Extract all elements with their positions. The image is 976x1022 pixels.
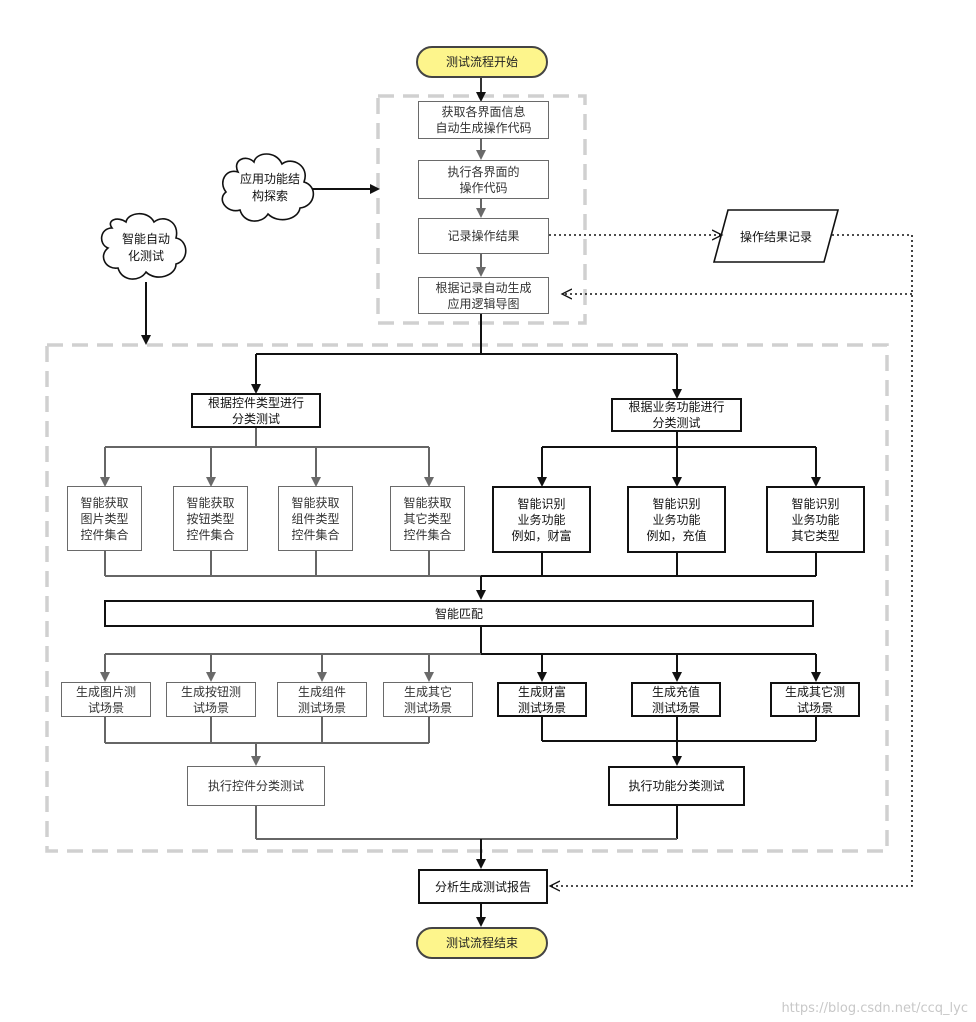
- control-item-image: 智能获取 图片类型 控件集合: [67, 486, 142, 551]
- control-item-component: 智能获取 组件类型 控件集合: [278, 486, 353, 551]
- result-record-label: 操作结果记录: [739, 229, 812, 244]
- cloud-smart-label: 智能自动 化测试: [121, 232, 170, 263]
- cloud-explore-label: 应用功能结 构探索: [239, 172, 300, 203]
- execute-control-test: 执行控件分类测试: [187, 766, 325, 806]
- scene-wealth: 生成财富 测试场景: [497, 682, 587, 717]
- step-generate-mindmap: 根据记录自动生成 应用逻辑导图: [418, 277, 549, 314]
- start-terminal: 测试流程开始: [416, 46, 548, 78]
- smart-match: 智能匹配: [104, 600, 814, 627]
- business-branch-title: 根据业务功能进行 分类测试: [611, 398, 742, 432]
- business-item-wealth: 智能识别 业务功能 例如，财富: [492, 486, 591, 553]
- business-item-other: 智能识别 业务功能 其它类型: [766, 486, 865, 553]
- business-item-recharge: 智能识别 业务功能 例如，充值: [627, 486, 726, 553]
- control-branch-title: 根据控件类型进行 分类测试: [191, 393, 321, 428]
- result-record-shape: [712, 209, 840, 263]
- phase2-dashed-frame: [45, 343, 889, 853]
- scene-image: 生成图片测 试场景: [61, 682, 151, 717]
- control-item-other: 智能获取 其它类型 控件集合: [390, 486, 465, 551]
- step-record-result: 记录操作结果: [418, 218, 549, 254]
- end-terminal: 测试流程结束: [416, 927, 548, 959]
- scene-component: 生成组件 测试场景: [277, 682, 367, 717]
- report-node: 分析生成测试报告: [418, 869, 548, 904]
- cloud-smart-shape: [100, 212, 187, 280]
- step-get-ui-info: 获取各界面信息 自动生成操作代码: [418, 101, 549, 139]
- cloud-explore-shape: [221, 153, 315, 222]
- execute-business-test: 执行功能分类测试: [608, 766, 745, 806]
- watermark-text: https://blog.csdn.net/ccq_lyc: [781, 1001, 968, 1016]
- step-execute-ui-code: 执行各界面的 操作代码: [418, 160, 549, 199]
- control-item-button: 智能获取 按钮类型 控件集合: [173, 486, 248, 551]
- scene-button: 生成按钮测 试场景: [166, 682, 256, 717]
- scene-recharge: 生成充值 测试场景: [631, 682, 721, 717]
- scene-business-other: 生成其它测 试场景: [770, 682, 860, 717]
- scene-other: 生成其它 测试场景: [383, 682, 473, 717]
